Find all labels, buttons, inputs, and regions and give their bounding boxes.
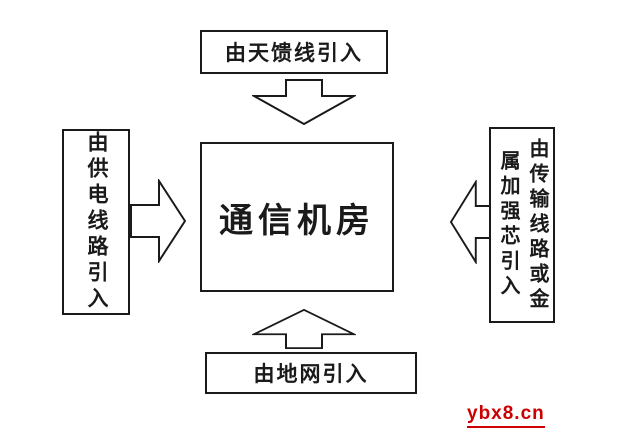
left-label-box: 由供电线路引入 [62, 129, 130, 315]
center-box: 通信机房 [200, 142, 394, 292]
right-label-box: 由传输线路或金属加强芯引入 [489, 127, 555, 323]
bottom-label: 由地网引入 [253, 363, 369, 386]
arrow-right-icon [130, 179, 186, 263]
center-label: 通信机房 [219, 201, 375, 240]
bottom-label-box: 由地网引入 [205, 352, 417, 394]
top-label-box: 由天馈线引入 [200, 30, 388, 74]
arrow-left-icon [450, 180, 492, 264]
arrow-up-icon [252, 309, 356, 349]
right-label: 由传输线路或金属加强芯引入 [497, 137, 548, 313]
left-label: 由供电线路引入 [85, 131, 108, 313]
watermark: ybx8.cn [467, 403, 545, 428]
top-label: 由天馈线引入 [225, 42, 363, 65]
arrow-down-icon [252, 79, 356, 125]
